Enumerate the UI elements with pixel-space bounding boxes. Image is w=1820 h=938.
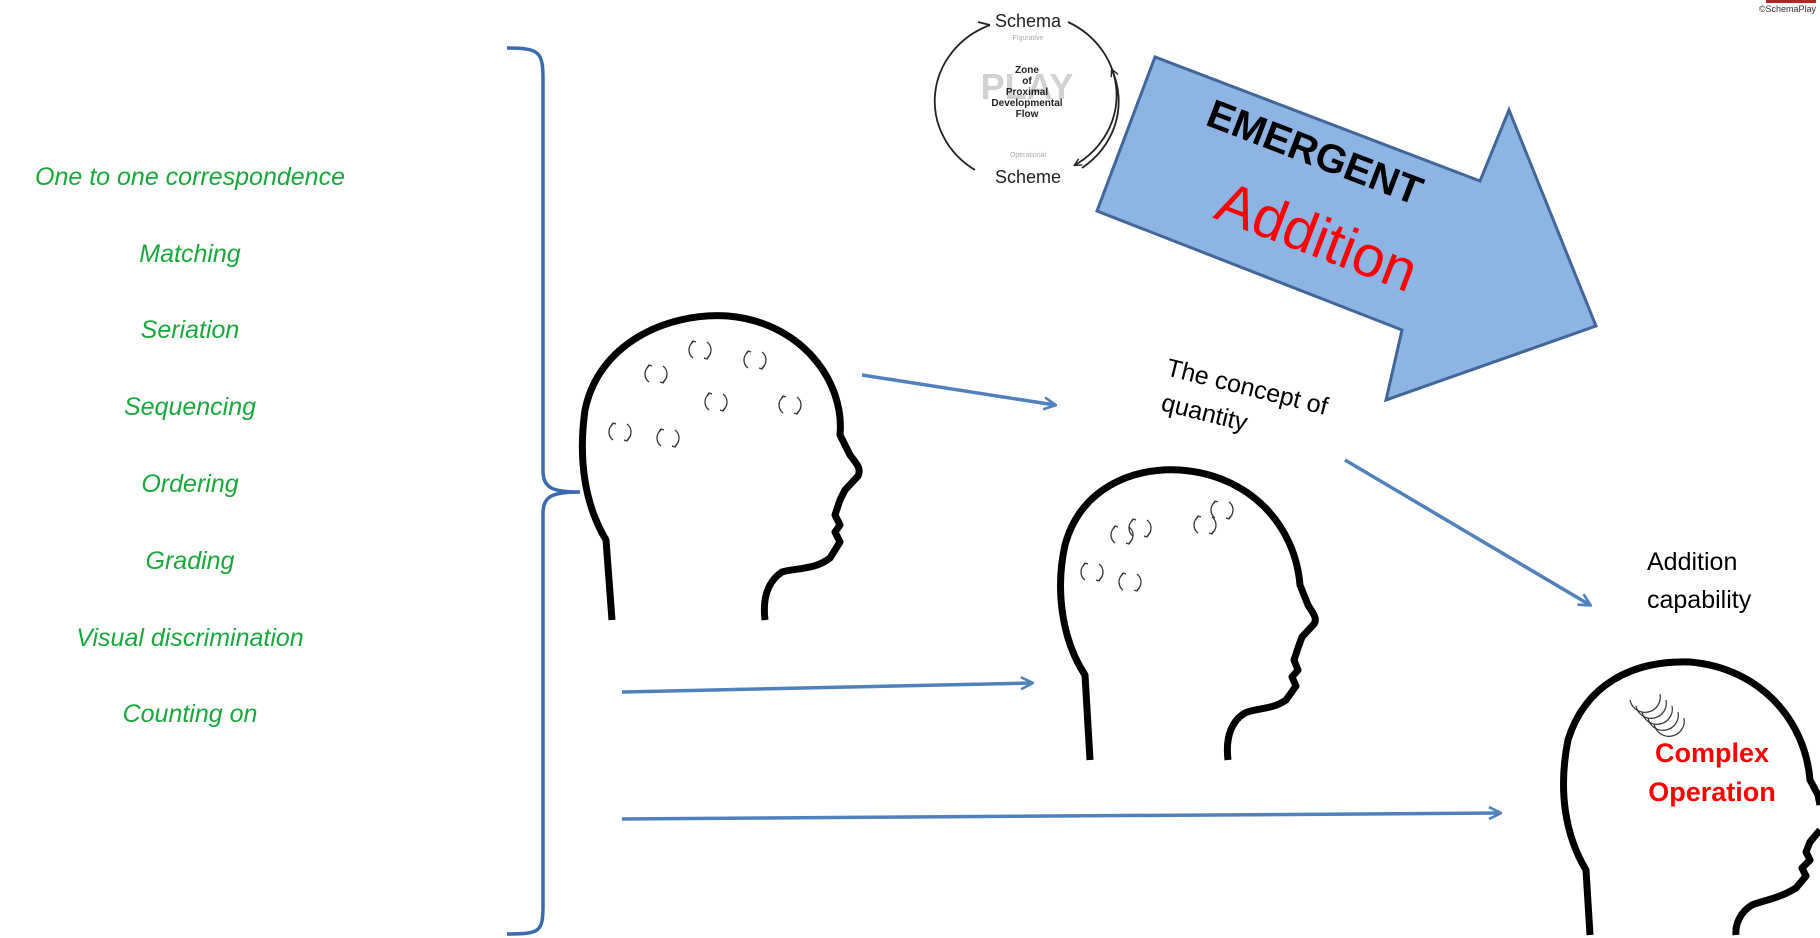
cycle-arc-right [1068,22,1117,165]
curly-brace [507,48,580,934]
cycle-bottom-sublabel: Operational [1010,152,1047,159]
complex-label-line1: Complex [1655,738,1769,768]
cycle-top-label: Schema [995,11,1062,31]
zone-line: Proximal [1006,87,1048,98]
capability-label-line2: capability [1647,586,1752,614]
head1-schema-icons [609,341,801,447]
arrow-concept-to-capability [1345,460,1590,605]
arrow-brace-to-head2 [622,683,1032,692]
head2-schema-icons [1081,501,1233,591]
head3-schema-stack [1630,694,1684,736]
zone-line: Developmental [991,98,1062,109]
arrow-head1-to-concept [862,375,1055,405]
complex-label-line2: Operation [1648,777,1776,807]
head-profile-1 [582,316,859,620]
capability-label-line1: Addition [1647,548,1737,576]
schema-cycle-diagram: Schema Figurative PLAY Zone of Proximal … [935,11,1120,187]
zone-line: of [1022,76,1032,87]
cycle-top-sublabel: Figurative [1013,35,1044,42]
zone-line: Flow [1016,109,1039,120]
head-profile-2 [1061,470,1316,760]
emergent-arrow: EMERGENT Addition [1097,57,1596,400]
zone-line: Zone [1015,65,1039,76]
arrow-brace-to-head3 [622,813,1500,819]
cycle-bottom-label: Scheme [995,167,1061,187]
